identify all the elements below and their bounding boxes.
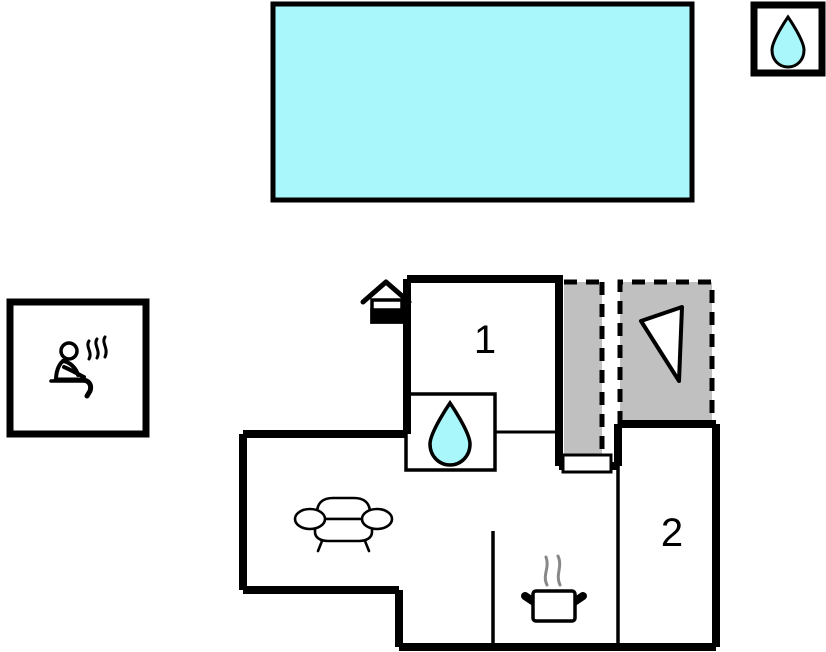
entrance-roof bbox=[360, 279, 412, 305]
bathroom-water-drop-shape bbox=[428, 399, 472, 467]
sofa-icon bbox=[293, 496, 394, 553]
pot-body bbox=[531, 589, 577, 623]
water-area bbox=[270, 1, 695, 203]
sauna-icon bbox=[49, 335, 108, 399]
cooking-pot-icon bbox=[521, 554, 587, 623]
sofa-leg-left bbox=[316, 539, 324, 553]
entrance-door-lower bbox=[370, 308, 404, 324]
sofa-arm-left bbox=[293, 507, 327, 531]
room-1-label: 1 bbox=[474, 318, 496, 362]
sauna-heat-wave-3 bbox=[102, 335, 108, 359]
parasol-icon bbox=[639, 305, 684, 383]
pot-steam-2 bbox=[556, 554, 562, 587]
water-drop-shape bbox=[770, 14, 806, 69]
water-legend-box bbox=[750, 1, 826, 77]
sauna-legend-box bbox=[6, 298, 150, 438]
terrace-left bbox=[564, 279, 605, 465]
sofa-leg-right bbox=[363, 539, 371, 553]
door-window-icon bbox=[561, 453, 613, 474]
bathroom-water-drop-icon bbox=[428, 399, 472, 467]
door-window-shape bbox=[561, 453, 613, 474]
sauna-legend-frame bbox=[6, 298, 150, 438]
terrace-left-fill bbox=[564, 282, 602, 462]
entrance-icon bbox=[360, 279, 412, 324]
sauna-heat-wave-1 bbox=[86, 339, 92, 361]
water-area-rect bbox=[270, 1, 695, 203]
sauna-person-head bbox=[59, 341, 79, 361]
terrace-right-dashed-border bbox=[617, 279, 715, 424]
room-2-label: 2 bbox=[661, 511, 683, 555]
water-drop-icon bbox=[770, 14, 806, 69]
exterior-walls bbox=[239, 275, 720, 651]
pot-steam-1 bbox=[543, 555, 549, 587]
sofa-seat bbox=[313, 517, 374, 543]
sauna-person-arm bbox=[62, 365, 86, 379]
sauna-person-legs bbox=[53, 377, 94, 399]
terrace-right bbox=[617, 279, 715, 424]
sauna-heat-wave-2 bbox=[94, 337, 100, 360]
sofa-arm-right bbox=[360, 507, 394, 531]
